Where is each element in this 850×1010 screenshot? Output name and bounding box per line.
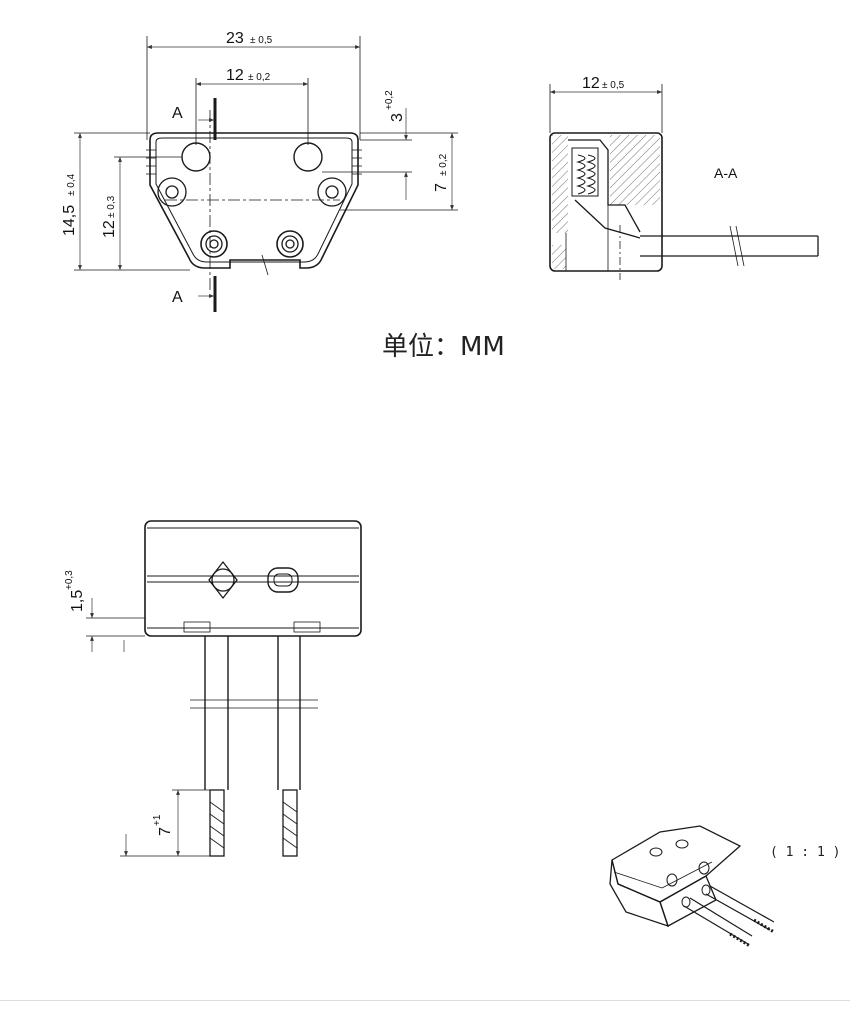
width-dim-tol: ± 0,5 [250, 35, 273, 46]
width-dim-main: 23 [226, 30, 244, 47]
depth-dim-main: 12 [582, 75, 600, 92]
section-marker-bottom: A [172, 289, 183, 306]
isometric-view: ( 1 : 1 ) [609, 825, 840, 948]
inner-height-dim-tol: ± 0,2 [438, 153, 449, 176]
step-dim-tol: +0,3 [64, 570, 75, 590]
strip-dim-main: 7 [157, 827, 174, 836]
bottom-divider [0, 1000, 850, 1001]
unit-label: 单位：MM [382, 332, 505, 362]
scale-label: ( 1 : 1 ) [770, 845, 840, 860]
strip-dim-tol: +1 [152, 814, 163, 826]
section-marker-top: A [172, 105, 183, 122]
section-view: 12 ± 0,5 A-A [549, 75, 819, 280]
pitch-dim-tol: ± 0,2 [248, 72, 271, 83]
depth-dim-tol: ± 0,5 [602, 80, 625, 91]
inner-height-dim-main: 7 [433, 183, 450, 192]
top-offset-dim-main: 3 [389, 113, 406, 122]
bottom-view: 1,5 +0,3 7 +1 [64, 520, 362, 857]
top-offset-dim-tol: +0,2 [384, 90, 395, 110]
pitch-dim-main: 12 [226, 67, 244, 84]
hole-height-dim-tol: ± 0,3 [106, 195, 117, 218]
section-label: A-A [714, 165, 738, 181]
height-dim-tol: ± 0,4 [66, 173, 77, 196]
hole-height-dim-main: 12 [101, 220, 118, 238]
front-view: 23 ± 0,5 12 ± 0,2 A [61, 30, 458, 312]
step-dim-main: 1,5 [69, 590, 86, 612]
height-dim-main: 14,5 [61, 205, 78, 236]
